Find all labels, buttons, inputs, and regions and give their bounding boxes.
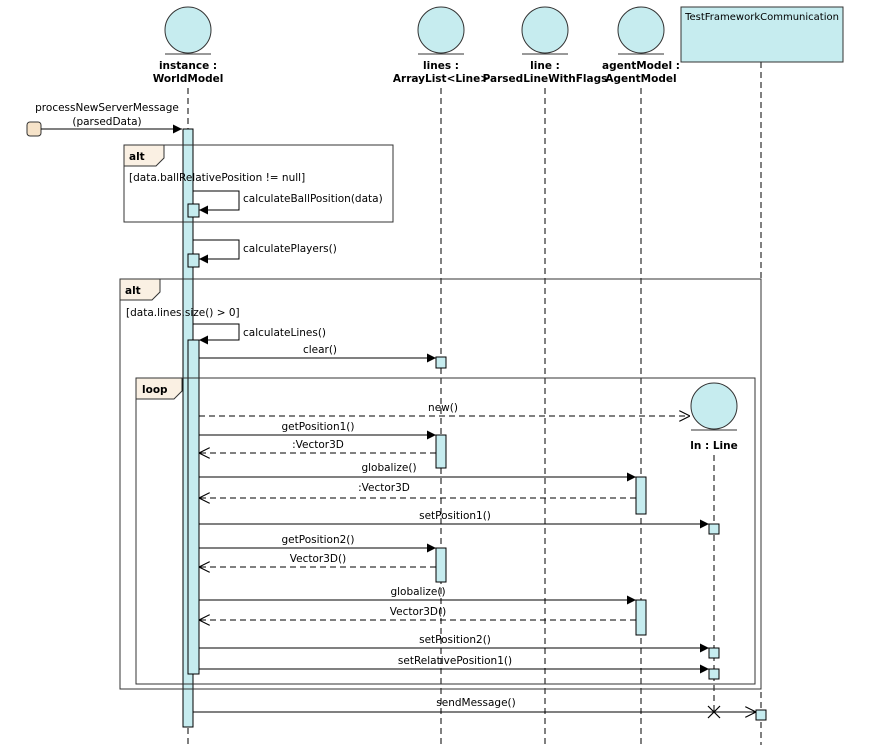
return-vector1-label: :Vector3D <box>292 439 344 451</box>
message-calculate-players-label: calculatePlayers() <box>243 243 337 255</box>
message-set-relative-position1-label: setRelativePosition1() <box>398 655 512 667</box>
message-get-position2[interactable]: getPosition2() <box>199 534 447 583</box>
activation-agent-glob2 <box>635 599 647 636</box>
return-vector1[interactable]: :Vector3D <box>199 439 436 453</box>
participant-line[interactable]: line : ParsedLineWithFlags <box>483 6 608 85</box>
entity-icon <box>164 6 212 54</box>
participant-agent-line2: AgentModel <box>605 73 676 85</box>
message-get-position2-label: getPosition2() <box>282 534 355 546</box>
activation-lines-clear <box>435 356 447 369</box>
found-message-start <box>26 121 42 137</box>
participant-line-line1: line : <box>530 60 560 72</box>
activation-lines-pos2 <box>435 547 447 583</box>
activation-world-ball <box>187 203 200 218</box>
entity-icon <box>417 6 465 54</box>
activation-tfc-send <box>755 709 767 721</box>
fragment-loop-operator: loop <box>142 384 168 396</box>
message-calculate-players[interactable]: calculatePlayers() <box>187 239 337 268</box>
message-get-position1[interactable]: getPosition1() <box>199 421 447 469</box>
participant-tfc-box <box>680 6 844 63</box>
message-clear[interactable]: clear() <box>199 344 447 369</box>
message-set-position1-label: setPosition1() <box>419 510 491 522</box>
fragment-alt-ball-guard: [data.ballRelativePosition != null] <box>129 172 305 184</box>
message-calculate-ball-position-label: calculateBallPosition(data) <box>243 193 383 205</box>
participant-line-line2: ParsedLineWithFlags <box>483 73 608 85</box>
participant-agent[interactable]: agentModel : AgentModel <box>602 6 680 85</box>
created-object-label: ln : Line <box>690 440 737 452</box>
activation-agent-glob1 <box>635 476 647 515</box>
created-object-line[interactable]: ln : Line <box>690 382 738 452</box>
entity-icon <box>617 6 665 54</box>
fragment-alt-lines: alt [data.lines.size() > 0] <box>119 278 762 690</box>
fragment-loop: loop <box>135 377 756 685</box>
participant-lines-line2: ArrayList<Line> <box>393 73 489 85</box>
fragment-alt-lines-guard: [data.lines.size() > 0] <box>126 307 240 319</box>
return-vector3-label: Vector3D() <box>290 553 346 565</box>
fragment-alt-lines-operator: alt <box>125 285 141 297</box>
message-set-relative-position1[interactable]: setRelativePosition1() <box>199 655 720 680</box>
participant-world-line2: WorldModel <box>153 73 224 85</box>
message-calculate-lines-label: calculateLines() <box>243 327 326 339</box>
message-set-position2-label: setPosition2() <box>419 634 491 646</box>
return-vector2-label: :Vector3D <box>358 482 410 494</box>
return-vector4[interactable]: Vector3D() <box>199 606 636 620</box>
initial-message[interactable]: processNewServerMessage (parsedData) <box>26 102 182 137</box>
participant-lines-line1: lines : <box>423 60 459 72</box>
message-send-message[interactable]: sendMessage() <box>193 697 767 721</box>
message-globalize1-label: globalize() <box>361 462 416 474</box>
message-calculate-lines[interactable]: calculateLines() <box>193 323 326 345</box>
message-globalize1[interactable]: globalize() <box>199 462 647 515</box>
message-new-label: new() <box>428 402 458 414</box>
message-send-message-label: sendMessage() <box>436 697 515 709</box>
participant-world-line1: instance : <box>159 60 217 72</box>
participant-tfc-label: TestFrameworkCommunication <box>684 12 839 23</box>
activation-created-pos1 <box>708 523 720 535</box>
participant-lines[interactable]: lines : ArrayList<Line> <box>393 6 489 85</box>
participant-world[interactable]: instance : WorldModel <box>153 6 224 85</box>
fragment-alt-ball: alt [data.ballRelativePosition != null] <box>123 144 394 223</box>
message-new[interactable]: new() <box>199 402 690 416</box>
message-globalize2-label: globalize() <box>390 586 445 598</box>
message-set-position2[interactable]: setPosition2() <box>199 634 720 659</box>
activation-world-players <box>187 253 200 268</box>
message-globalize2[interactable]: globalize() <box>199 586 647 636</box>
return-vector4-label: Vector3D() <box>390 606 446 618</box>
entity-icon <box>521 6 569 54</box>
activation-created-pos2 <box>708 647 720 659</box>
return-vector3[interactable]: Vector3D() <box>199 553 436 567</box>
participant-agent-line1: agentModel : <box>602 60 680 72</box>
activation-world-lines <box>187 339 200 675</box>
activation-created-rel <box>708 668 720 680</box>
message-calculate-ball-position[interactable]: calculateBallPosition(data) <box>187 190 383 218</box>
return-vector2[interactable]: :Vector3D <box>199 482 636 498</box>
initial-message-label-1: processNewServerMessage <box>35 102 179 114</box>
participant-tfc[interactable]: TestFrameworkCommunication <box>680 6 844 63</box>
fragment-alt-ball-operator: alt <box>129 151 145 163</box>
initial-message-label-2: (parsedData) <box>72 116 141 128</box>
message-clear-label: clear() <box>303 344 337 356</box>
message-get-position1-label: getPosition1() <box>282 421 355 433</box>
activation-lines-pos1 <box>435 434 447 469</box>
message-set-position1[interactable]: setPosition1() <box>199 510 720 535</box>
entity-icon <box>690 382 738 430</box>
